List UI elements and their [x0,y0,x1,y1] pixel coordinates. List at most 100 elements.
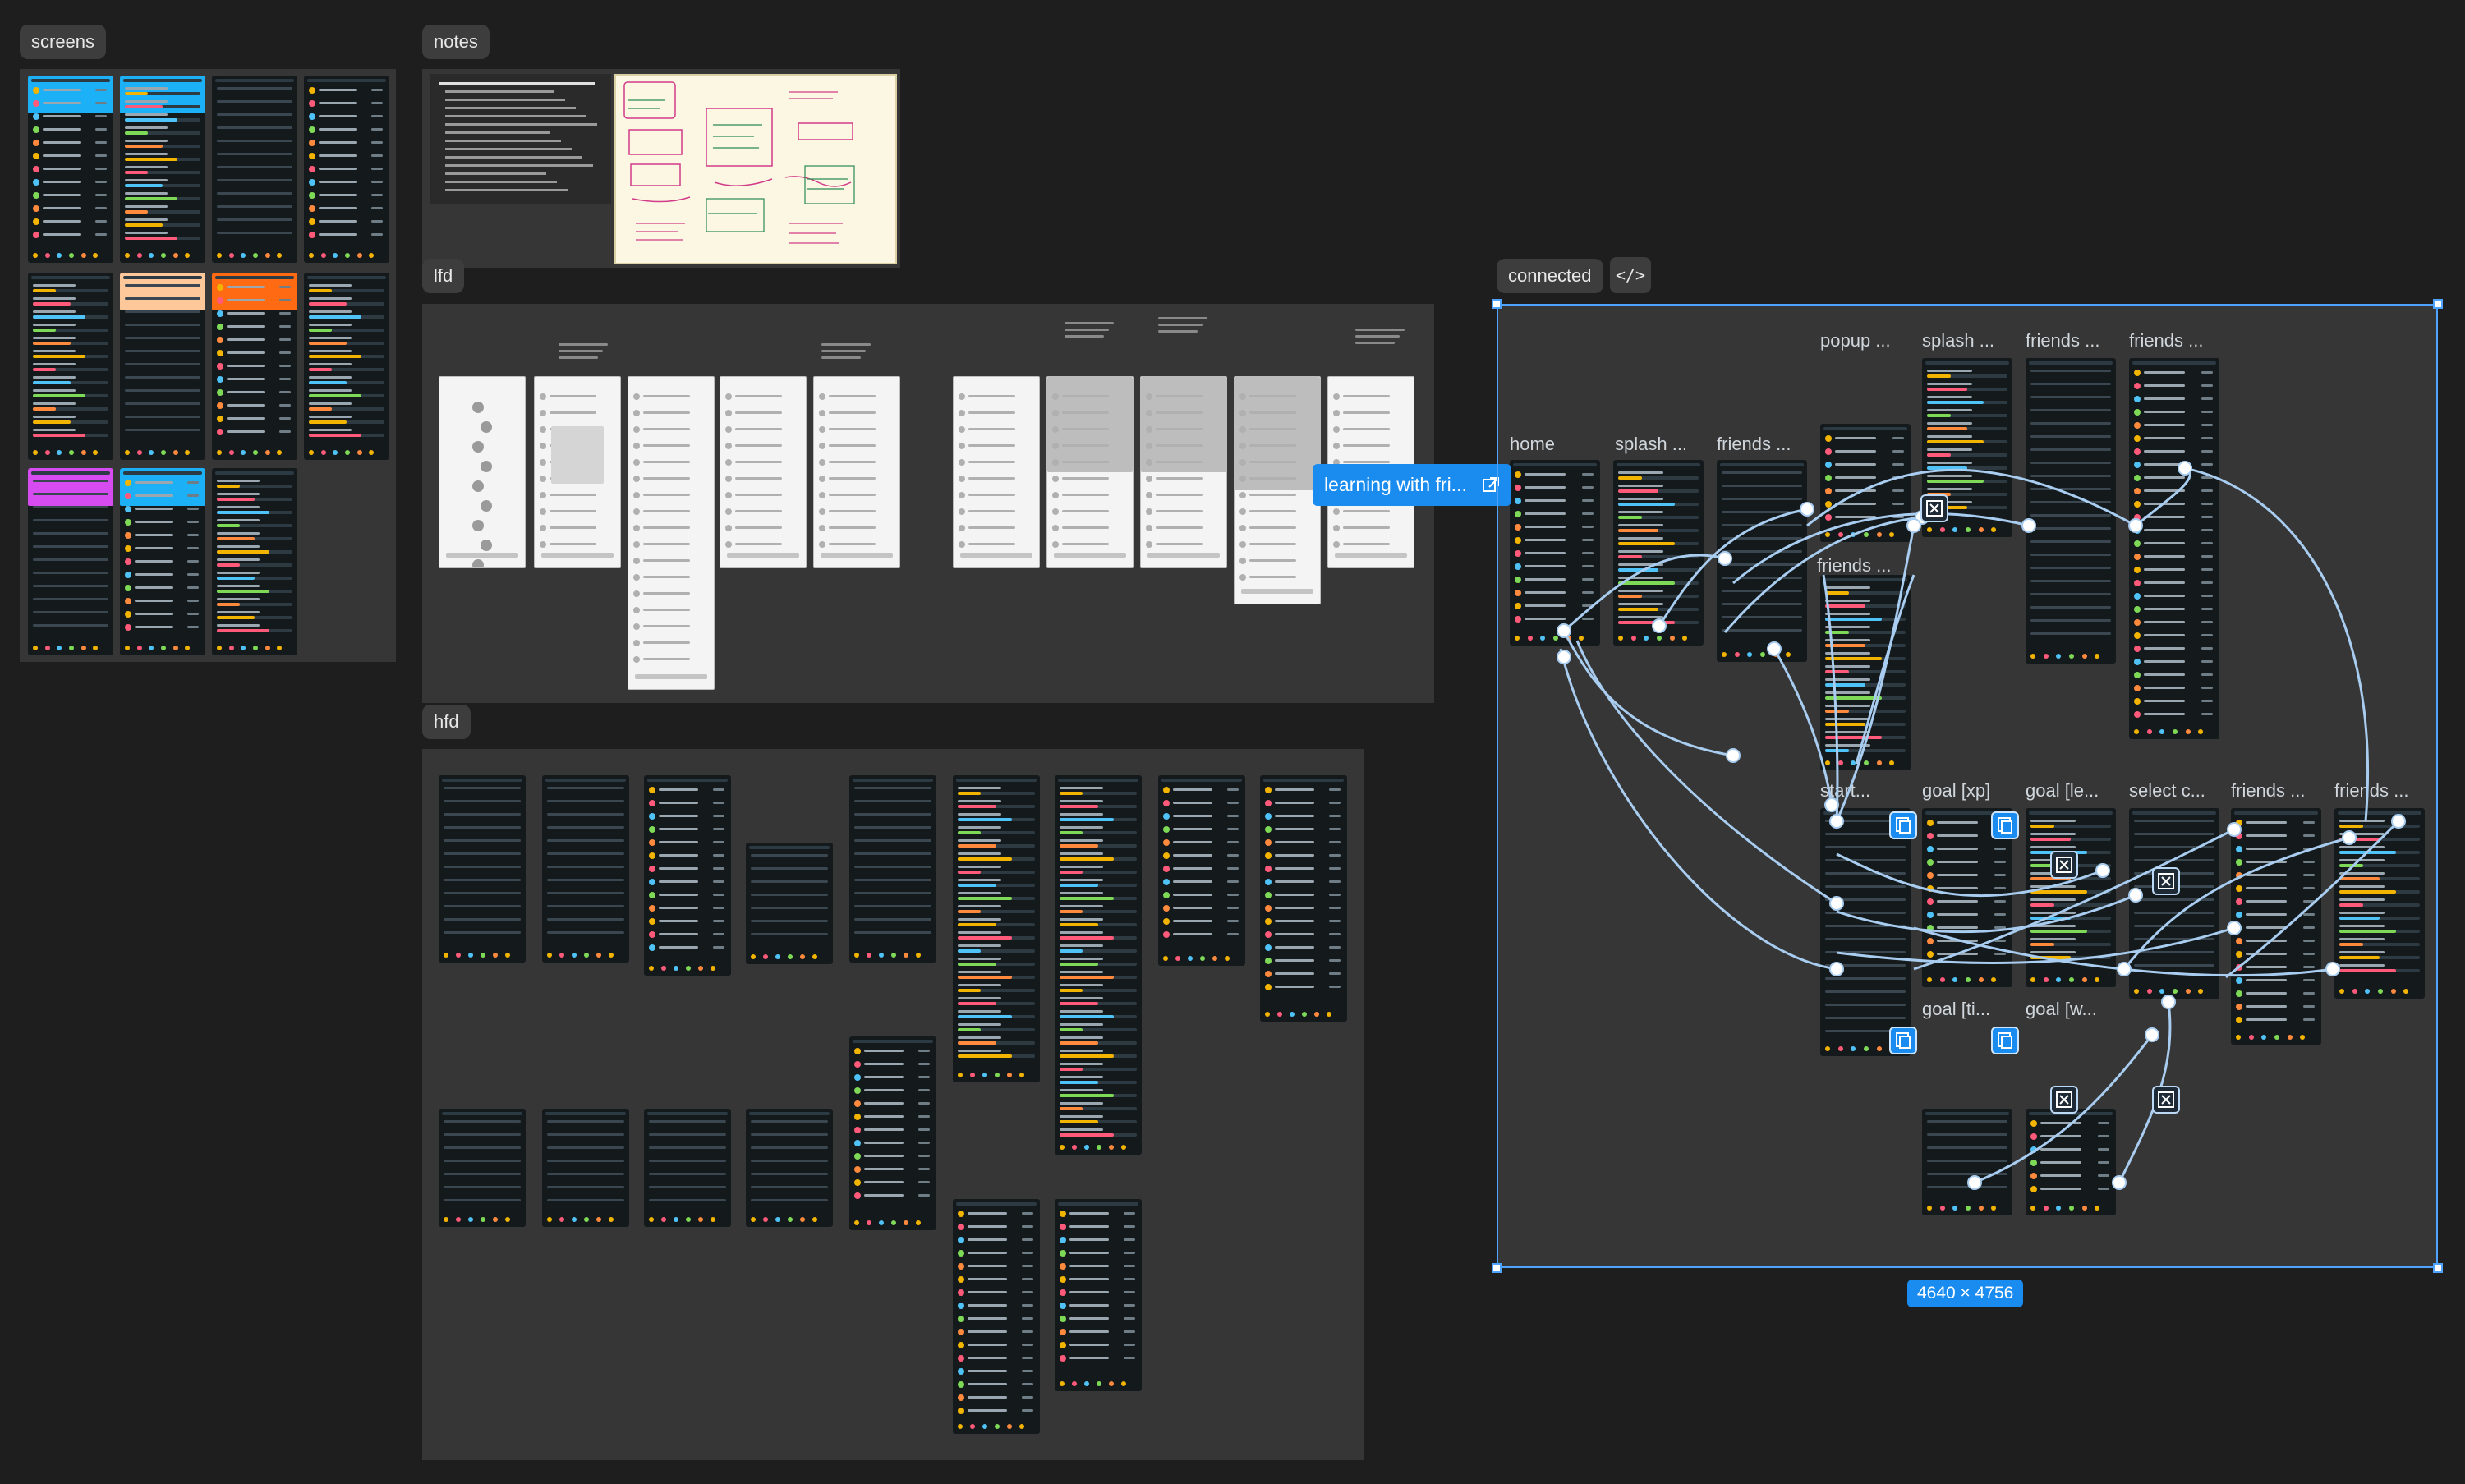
close-overlay-icon[interactable] [1920,494,1948,522]
wireframe-screen[interactable] [534,376,621,568]
frame-label-goal-ti[interactable]: goal [ti... [1922,999,1991,1019]
section-label-connected[interactable]: connected [1497,259,1603,293]
frame-label-home[interactable]: home [1510,434,1556,454]
connected-frame-friends4[interactable] [2231,808,2321,1045]
hfd-screen[interactable] [1260,775,1347,1022]
frame-label-friends3[interactable]: friends ... [2129,330,2204,351]
prototype-flow-label[interactable]: learning with fri... [1313,464,1511,506]
frame-label-friends2[interactable]: friends ... [2026,330,2100,351]
connected-frame-goal-le[interactable] [2026,808,2116,987]
hfd-screen[interactable] [542,1109,629,1227]
connected-frame-home[interactable] [1510,460,1600,646]
wireframe-screen[interactable] [720,376,807,568]
list-text [864,1102,904,1105]
avatar-icon [1265,866,1272,872]
section-label-lfd[interactable]: lfd [422,259,465,293]
hfd-screen[interactable] [849,775,936,963]
screen-thumbnail[interactable] [28,76,113,263]
hfd-screen[interactable] [1055,775,1142,1155]
wireframe-screen[interactable] [628,376,715,690]
connected-frame-friends5[interactable] [2334,808,2425,999]
frame-label-goal-xp[interactable]: goal [xp] [1922,780,1991,801]
screen-thumbnail[interactable] [28,468,113,655]
screen-thumbnail[interactable] [120,76,205,263]
frame-label-splash2[interactable]: splash ... [1922,330,1995,351]
hfd-screen[interactable] [644,1109,731,1227]
hfd-screen[interactable] [953,775,1040,1082]
section-label-notes[interactable]: notes [422,25,490,59]
wireframe-screen[interactable] [1140,376,1227,568]
frame-label-goal-w[interactable]: goal [w... [2026,999,2097,1019]
connected-frame-popup[interactable] [1820,424,1911,542]
connected-frame-friends1[interactable] [1717,460,1807,662]
content-line [1825,885,1906,888]
avatar-icon [2134,540,2141,547]
connected-frame-friends3[interactable] [2129,358,2219,739]
hfd-screen[interactable] [644,775,731,976]
wireframe-screen[interactable] [1046,376,1134,568]
hfd-screen[interactable] [849,1036,936,1230]
section-label-hfd[interactable]: hfd [422,705,471,739]
screen-thumbnail[interactable] [212,76,297,263]
frame-label-friends4[interactable]: friends ... [2231,780,2306,801]
wireframe-screen[interactable] [439,376,526,568]
screen-thumbnail[interactable] [120,468,205,655]
close-overlay-icon[interactable] [2050,1086,2078,1114]
screen-thumbnail[interactable] [212,468,297,655]
hfd-screen[interactable] [542,775,629,963]
frame-label-start[interactable]: start... [1820,780,1871,801]
resize-handle-top-right[interactable] [2433,299,2443,309]
frame-label-popup[interactable]: popup ... [1820,330,1891,351]
hfd-screen[interactable] [1055,1199,1142,1391]
avatar-icon [2134,396,2141,402]
close-overlay-icon[interactable] [2152,1086,2180,1114]
hfd-screen[interactable] [746,843,833,964]
close-overlay-icon[interactable] [2152,867,2180,895]
screen-thumbnail[interactable] [212,273,297,460]
screen-thumbnail[interactable] [304,76,389,263]
hfd-screen[interactable] [439,775,526,963]
resize-handle-bottom-right[interactable] [2433,1263,2443,1273]
connected-frame-friends2[interactable] [2026,358,2116,664]
resize-handle-bottom-left[interactable] [1492,1263,1502,1273]
screen-thumbnail[interactable] [28,273,113,460]
wireframe-screen[interactable] [953,376,1040,568]
hfd-screen[interactable] [953,1199,1040,1434]
screen-thumbnail[interactable] [120,273,205,460]
open-overlay-icon[interactable] [1991,1027,2019,1054]
wireframe-screen[interactable] [813,376,900,568]
frame-label-friends1[interactable]: friends ... [1717,434,1791,454]
notes-sketch[interactable] [614,74,897,264]
hfd-screen[interactable] [1158,775,1245,966]
wireframe-line [829,444,876,447]
code-button[interactable]: </> [1610,257,1651,293]
tab-bar-icon [1618,636,1623,641]
close-overlay-icon[interactable] [2050,851,2078,879]
frame-label-friends5[interactable]: friends ... [2334,780,2409,801]
hfd-screen[interactable] [439,1109,526,1227]
connected-frame-select[interactable] [2129,808,2219,999]
connected-frame-goal-w[interactable] [2026,1109,2116,1215]
frame-label-splash1[interactable]: splash ... [1615,434,1688,454]
open-overlay-icon[interactable] [1889,1027,1917,1054]
screen-thumbnail[interactable] [304,273,389,460]
open-overlay-icon[interactable] [1991,811,2019,839]
notes-document[interactable] [430,74,611,204]
content-line [2134,859,2214,861]
connected-frame-splash1[interactable] [1613,460,1704,646]
open-overlay-icon[interactable] [1889,811,1917,839]
hfd-screen[interactable] [746,1109,833,1227]
external-link-icon[interactable] [1482,476,1500,494]
frame-label-goal-le[interactable]: goal [le... [2026,780,2099,801]
section-label-screens[interactable]: screens [20,25,107,59]
connected-frame-goal-ti[interactable] [1922,1109,2012,1215]
tab-bar-icon [125,646,130,650]
resize-handle-top-left[interactable] [1492,299,1502,309]
frame-label-select[interactable]: select c... [2129,780,2205,801]
wireframe-line [829,411,876,414]
frame-label-friends-mid[interactable]: friends ... [1817,555,1892,576]
wireframe-screen[interactable] [1234,376,1321,604]
connected-frame-start[interactable] [1820,808,1911,1056]
connected-frame-friends-mid[interactable] [1820,575,1911,770]
